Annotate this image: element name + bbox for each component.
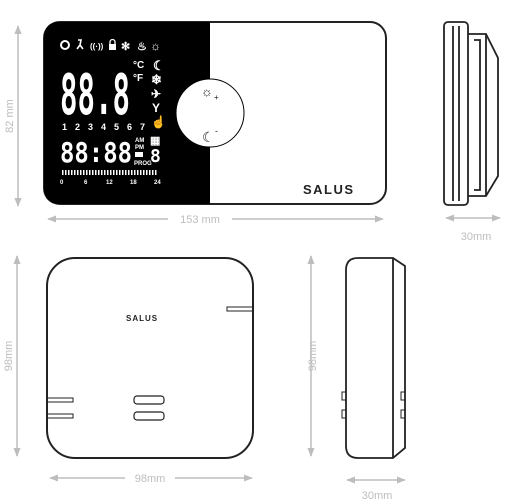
- temperature-dial: [175, 78, 245, 148]
- temperature-readout: 88.8: [60, 63, 130, 128]
- receiver-width-label: 98mm: [135, 473, 166, 485]
- am-indicator: AM: [135, 138, 144, 144]
- hand-icon: ☝: [151, 114, 166, 129]
- calendar-icon: ▦: [150, 135, 160, 147]
- receiver-slot-right: [226, 306, 254, 312]
- svg-text:+: +: [214, 93, 219, 102]
- receiver-height-label: 98mm: [3, 341, 15, 372]
- clock-readout: 88:88: [60, 136, 132, 169]
- lock-icon: [109, 44, 116, 50]
- frost-icon: ❄: [151, 72, 162, 87]
- moon-icon: ☾: [153, 58, 165, 73]
- day-4: 4: [101, 122, 106, 132]
- celsius-unit: °C: [133, 60, 144, 71]
- day-3: 3: [88, 122, 93, 132]
- dial-moon-minus-icon: ☾: [202, 129, 215, 145]
- airplane-icon: ✈: [151, 87, 161, 101]
- wireless-icon: ((·)): [90, 42, 104, 51]
- thermostat-brand-logo: SALUS: [303, 182, 355, 197]
- prog-indicator: PROG: [134, 161, 152, 167]
- lcd-screen: [44, 22, 210, 204]
- pm-indicator: PM: [135, 145, 144, 151]
- timeline-label-24: 24: [154, 180, 161, 186]
- day-2: 2: [75, 122, 80, 132]
- day-7: 7: [140, 122, 145, 132]
- front-height-label: 82 mm: [4, 99, 16, 133]
- day-6: 6: [127, 122, 132, 132]
- day-5: 5: [114, 122, 119, 132]
- flame-icon: ♨: [137, 41, 147, 53]
- lcd-right-icons: ☾ ❄ ✈ Y ☝ ▦: [150, 58, 166, 147]
- snowflake-icon: ✻: [121, 41, 130, 53]
- timeline-bar: [62, 170, 157, 175]
- dial-sun-plus-icon: ☼: [201, 84, 213, 99]
- receiver-button-bottom: [133, 411, 165, 421]
- lcd-icon-row: ((·)) ✻ ♨ ☼: [60, 38, 161, 53]
- side-depth-label: 30mm: [461, 231, 492, 243]
- timeline-label-6: 6: [84, 180, 88, 186]
- receiver-slot-left-top: [46, 397, 74, 403]
- day-1: 1: [62, 122, 67, 132]
- receiver-front-view: SALUS: [46, 257, 254, 459]
- receiver-side-depth-label: 30mm: [362, 490, 393, 502]
- day-numbers: 1 2 3 4 5 6 7: [62, 122, 145, 132]
- timeline-labels: 0 6 12 18 24: [60, 180, 161, 186]
- receiver-side-height-label: 98mm: [307, 341, 319, 372]
- receiver-body: [46, 257, 254, 459]
- timeline-label-0: 0: [60, 180, 64, 186]
- thermostat-side-view: [443, 21, 499, 206]
- timeline-label-18: 18: [130, 180, 137, 186]
- fahrenheit-unit: °F: [133, 73, 143, 84]
- receiver-button-top: [133, 395, 165, 405]
- receiver-brand-logo: SALUS: [126, 314, 158, 323]
- thermostat-front-view: ((·)) ✻ ♨ ☼ ☾ ❄ ✈ Y ☝ ▦ 88.8 °C °F 1 2 3…: [43, 21, 387, 205]
- gear-icon: [60, 40, 70, 50]
- walking-person-icon: [76, 39, 84, 50]
- glass-icon: Y: [152, 101, 160, 115]
- svg-text:-: -: [215, 126, 218, 136]
- timeline-label-12: 12: [106, 180, 113, 186]
- receiver-side-view: [341, 257, 406, 459]
- program-digit: 8: [150, 146, 161, 167]
- receiver-slot-left-bottom: [46, 413, 74, 419]
- battery-icon: [135, 152, 143, 157]
- front-width-label: 153 mm: [180, 214, 220, 226]
- sun-icon: ☼: [150, 39, 161, 53]
